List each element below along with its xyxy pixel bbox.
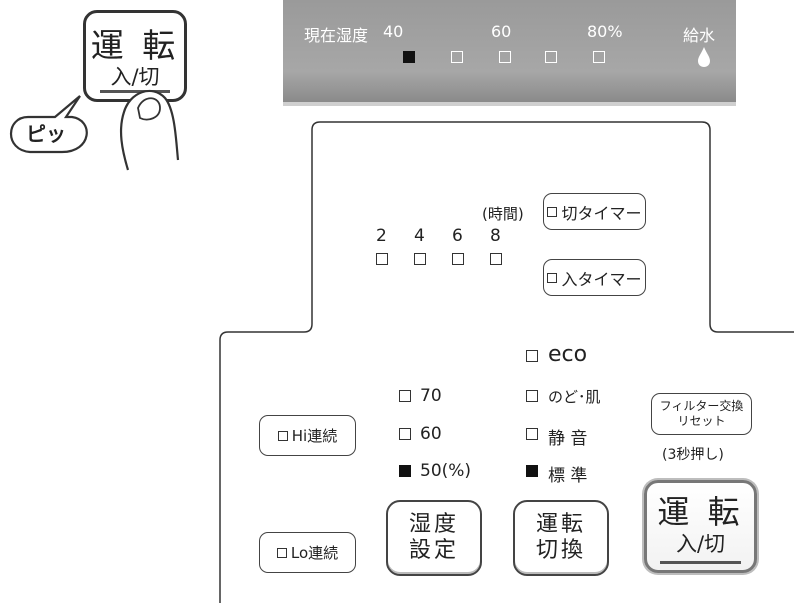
off-timer-button[interactable]: 切タイマー xyxy=(543,193,646,230)
current-humidity-label: 現在湿度 xyxy=(304,26,369,45)
timer-hour-8: 8 xyxy=(490,226,501,246)
mode-led-throat-skin xyxy=(526,390,538,402)
humidity-setting-button-line2: 設定 xyxy=(408,538,459,563)
humidity-setting-led-70 xyxy=(399,390,411,402)
mode-throat-skin: のど･肌 xyxy=(548,388,601,406)
power-button[interactable]: 運 転 入/切 xyxy=(644,480,757,573)
mode-switch-button-line2: 切換 xyxy=(535,538,586,563)
humidity-setting-50: 50(%) xyxy=(420,461,472,481)
humidity-tick-40: 40 xyxy=(383,22,404,41)
humidity-setting-button-line1: 湿度 xyxy=(408,512,459,537)
humidity-setting-led-60 xyxy=(399,428,411,440)
humidity-level-led xyxy=(593,51,605,63)
humidity-level-led xyxy=(499,51,511,63)
hi-continuous-label: Hi連続 xyxy=(291,427,338,445)
filter-reset-button[interactable]: フィルター交換 リセット xyxy=(651,393,752,435)
timer-led-6 xyxy=(452,253,464,265)
pressing-finger-illustration xyxy=(9,89,180,171)
humidity-tick-60: 60 xyxy=(491,22,512,41)
fingernail xyxy=(137,97,161,121)
off-timer-led xyxy=(547,206,558,217)
timer-hours-unit: (時間) xyxy=(482,205,524,223)
callout-power-label-bottom: 入/切 xyxy=(110,65,160,89)
hi-continuous-button[interactable]: Hi連続 xyxy=(259,415,356,456)
on-timer-label: 入タイマー xyxy=(561,269,642,289)
callout-power-label-top: 運 転 xyxy=(90,26,180,65)
mode-eco: eco xyxy=(548,342,588,367)
timer-hour-4: 4 xyxy=(414,226,425,246)
water-drop-icon xyxy=(698,47,710,67)
mode-switch-button[interactable]: 運転 切換 xyxy=(513,500,609,576)
finger-icon xyxy=(119,89,180,171)
humidity-setting-70: 70 xyxy=(420,386,442,406)
mode-quiet: 静 音 xyxy=(548,429,588,449)
humidity-level-led xyxy=(403,51,415,63)
callout-underline xyxy=(100,90,170,93)
current-humidity-bar: 現在湿度 40 60 80% 給水 xyxy=(283,0,736,106)
mode-led-standard xyxy=(526,465,538,477)
timer-hour-2: 2 xyxy=(376,226,387,246)
timer-led-2 xyxy=(376,253,388,265)
humidity-setting-60: 60 xyxy=(420,424,442,444)
beep-speech-bubble xyxy=(9,95,88,154)
timer-led-4 xyxy=(414,253,426,265)
filter-reset-line2: リセット xyxy=(677,414,726,428)
callout-power-button: 運 転 入/切 xyxy=(83,10,187,102)
on-timer-button[interactable]: 入タイマー xyxy=(543,259,646,296)
mode-led-quiet xyxy=(526,428,538,440)
water-supply-label: 給水 xyxy=(683,26,716,45)
lo-continuous-label: Lo連続 xyxy=(290,544,339,562)
timer-hour-6: 6 xyxy=(452,226,463,246)
power-button-line2: 入/切 xyxy=(675,532,726,556)
humidity-level-led xyxy=(451,51,463,63)
humidity-setting-button[interactable]: 湿度 設定 xyxy=(386,500,482,576)
mode-standard: 標 準 xyxy=(548,466,588,486)
timer-led-8 xyxy=(490,253,502,265)
off-timer-label: 切タイマー xyxy=(561,203,642,223)
humidity-level-led xyxy=(545,51,557,63)
hi-continuous-led xyxy=(277,430,288,441)
power-button-line1: 運 転 xyxy=(657,493,744,531)
lo-continuous-button[interactable]: Lo連続 xyxy=(259,532,356,573)
lo-continuous-led xyxy=(276,547,287,558)
mode-switch-button-line1: 運転 xyxy=(535,512,586,537)
on-timer-led xyxy=(547,272,558,283)
beep-text: ピッ xyxy=(26,122,66,146)
mode-led-eco xyxy=(526,350,538,362)
humidity-tick-80: 80% xyxy=(587,22,623,41)
humidity-setting-led-50 xyxy=(399,465,411,477)
filter-reset-note: (3秒押し) xyxy=(662,447,724,463)
filter-reset-line1: フィルター交換 xyxy=(659,399,744,413)
power-button-underline xyxy=(660,561,741,564)
